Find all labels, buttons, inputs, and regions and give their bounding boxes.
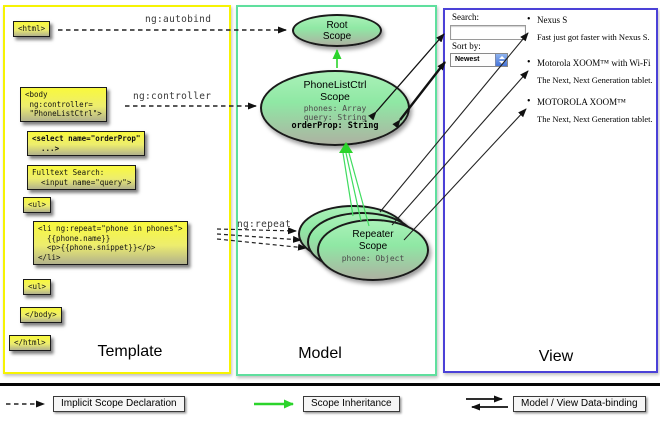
- view-column-label: View: [538, 348, 574, 365]
- view-item-title: Nexus S: [527, 14, 567, 25]
- root-scope-title: Root Scope: [322, 20, 352, 42]
- code-box-select: <select name="orderProp" ...>: [27, 131, 146, 156]
- code-box-body-open: <body ng:controller= "PhoneListCtrl">: [20, 87, 107, 122]
- phonelistctrl-prop-query: query: String: [303, 112, 367, 122]
- legend-databinding-box: Model / View Data-binding: [513, 396, 646, 412]
- search-label: Search:: [452, 12, 479, 22]
- sort-by-label: Sort by:: [452, 41, 481, 51]
- code-box-li-repeat: <li ng:repeat="phone in phones"> {{phone…: [33, 221, 188, 265]
- code-box-html-close: </html>: [9, 335, 51, 351]
- ng-repeat-label: ng:repeat: [237, 219, 292, 230]
- model-column-label: Model: [298, 345, 342, 362]
- template-column-label: Template: [97, 343, 163, 360]
- code-box-fulltext-search: Fulltext Search: <input name="query">: [27, 165, 137, 190]
- repeater-scope-prop-phone: phone: Object: [341, 254, 405, 263]
- ng-controller-label: ng:controller: [133, 91, 212, 102]
- ng-autobind-label: ng:autobind: [145, 14, 212, 25]
- legend-divider: [0, 383, 660, 386]
- code-box-html-open: <html>: [13, 21, 51, 37]
- search-input[interactable]: [450, 25, 526, 40]
- repeater-scope-title: Repeater Scope: [352, 229, 394, 252]
- phonelistctrl-scope-ellipse: PhoneListCtrl Scope phones: Array query:…: [260, 70, 410, 146]
- view-item-title: Motorola XOOM™ with Wi-Fi: [527, 57, 651, 68]
- legend-implicit-scope-box: Implicit Scope Declaration: [53, 396, 185, 412]
- repeater-scope-ellipse-front: Repeater Scope phone: Object: [317, 219, 429, 281]
- root-scope-ellipse: Root Scope: [292, 14, 382, 47]
- legend-double-arrow-icon: [466, 395, 508, 411]
- phonelistctrl-prop-phones: phones: Array: [303, 104, 367, 113]
- code-box-ul-close: <ul>: [23, 279, 52, 295]
- view-item-desc: The Next, Next Generation tablet.: [537, 75, 653, 85]
- select-stepper-icon: [495, 54, 507, 66]
- phonelistctrl-prop-orderprop: orderProp: String: [291, 121, 379, 131]
- code-box-body-close: </body>: [20, 307, 62, 323]
- sort-select-value: Newest: [455, 56, 480, 63]
- phonelistctrl-scope-title: PhoneListCtrl Scope: [303, 79, 367, 103]
- model-column-frame: [236, 5, 437, 376]
- view-item-desc: Fast just got faster with Nexus S.: [537, 32, 650, 42]
- legend-scope-inheritance-box: Scope Inheritance: [303, 396, 400, 412]
- code-box-ul-open: <ul>: [23, 197, 52, 213]
- view-item-desc: The Next, Next Generation tablet.: [537, 114, 653, 124]
- sort-select[interactable]: Newest: [450, 53, 508, 67]
- view-item-title: MOTOROLA XOOM™: [527, 96, 626, 107]
